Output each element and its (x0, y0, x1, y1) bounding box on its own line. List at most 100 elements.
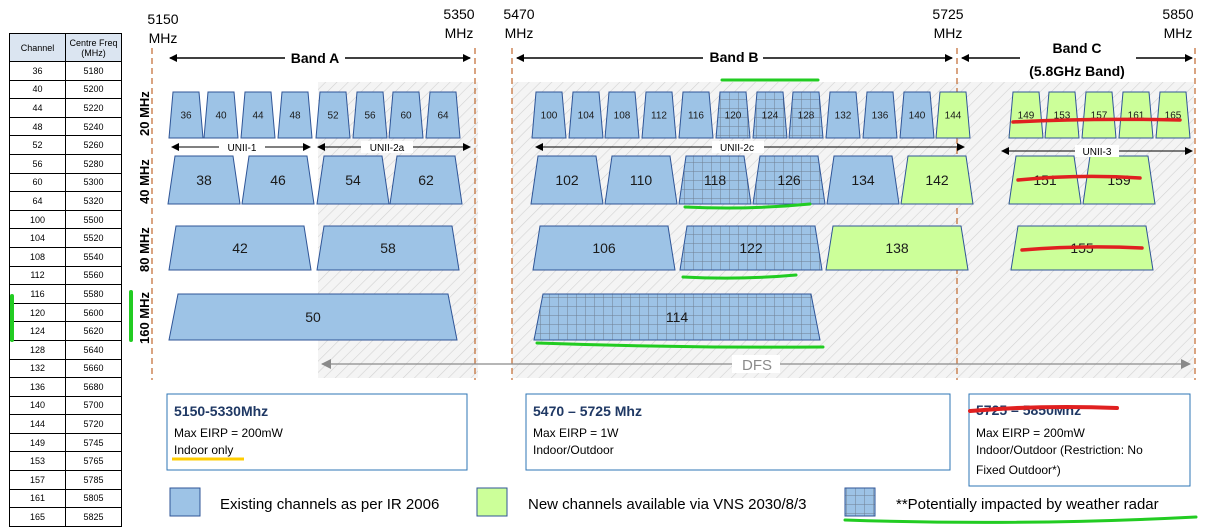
info-box-band-c: 5725 – 5850Mhz Max EIRP = 200mW Indoor/O… (968, 393, 1191, 487)
channel-block: 40 (203, 91, 239, 139)
info-b-title: 5470 – 5725 Mhz (533, 403, 642, 419)
channel-block: 124 (752, 91, 788, 139)
channel-block: 151 (1008, 155, 1082, 205)
w40-green-underline (683, 202, 812, 210)
centre-freq-cell: 5640 (65, 339, 122, 360)
channel-shape (752, 91, 788, 139)
channel-shape (388, 91, 424, 139)
channel-block: 102 (530, 155, 604, 205)
channel-block: 128 (788, 91, 824, 139)
channel-shape (604, 91, 640, 139)
centre-freq-cell: 5580 (65, 284, 122, 304)
channel-shape (826, 155, 900, 205)
band-labels: Band A Band B Band C (5.8GHz Band) (285, 40, 1136, 80)
channel-label: 114 (666, 309, 689, 325)
channel-label: 126 (777, 172, 801, 188)
channel-shape (788, 91, 824, 139)
legend-radar-swatch (844, 487, 876, 517)
channel-block: 118 (678, 155, 752, 205)
freq-5150-unit: MHz (149, 30, 178, 46)
channel-shape (1155, 91, 1191, 139)
width-40-label: 40 MHz (137, 159, 152, 204)
info-a-title: 5150-5330Mhz (174, 403, 268, 419)
centre-freq-cell: 5720 (65, 414, 122, 434)
info-b-line2: Indoor/Outdoor (533, 443, 614, 457)
channel-shape (389, 155, 463, 205)
channel-label: 132 (835, 111, 852, 122)
channel-cell: 144 (9, 414, 66, 434)
channel-block: 62 (389, 155, 463, 205)
channel-block: 159 (1082, 155, 1156, 205)
frequency-labels: 5150 MHz 5350 MHz 5470 MHz 5725 MHz 5850… (147, 6, 1193, 46)
freq-5850-unit: MHz (1164, 25, 1193, 41)
channel-label: 106 (592, 240, 616, 256)
channel-block: 120 (715, 91, 751, 139)
channel-block: 144 (935, 91, 971, 139)
channel-shape (1082, 155, 1156, 205)
channel-label: 144 (945, 111, 962, 122)
channel-label: 142 (925, 172, 949, 188)
channel-block: 36 (168, 91, 204, 139)
freq-5350-unit: MHz (445, 25, 474, 41)
info-c-line3: Fixed Outdoor*) (976, 463, 1061, 477)
channel-block: 126 (752, 155, 826, 205)
channel-shape (530, 155, 604, 205)
channel-shape (532, 225, 676, 271)
info-c-line2: Indoor/Outdoor (Restriction: No (976, 443, 1143, 457)
centre-freq-cell: 5680 (65, 377, 122, 397)
channel-shape (425, 91, 461, 139)
width-160-label: 160 MHz (137, 291, 152, 344)
channel-shape (352, 91, 388, 139)
channel-label: 149 (1018, 111, 1035, 122)
unii-1-label: UNII-1 (228, 143, 257, 154)
channel-shape (168, 225, 312, 271)
channel-shape (752, 155, 826, 205)
channel-block: 58 (316, 225, 460, 271)
channel-block: 122 (679, 225, 823, 271)
channel-block: 64 (425, 91, 461, 139)
width-20-label: 20 MHz (137, 91, 152, 136)
channel-block: 38 (167, 155, 241, 205)
channel-shape (568, 91, 604, 139)
channel-shape (900, 155, 974, 205)
channel-block: 110 (604, 155, 678, 205)
channel-cell: 132 (9, 358, 66, 379)
freq-5725-unit: MHz (934, 25, 963, 41)
channel-block: 48 (277, 91, 313, 139)
freq-5350-value: 5350 (443, 6, 474, 22)
channel-shape (678, 91, 714, 139)
w80-green-underline (681, 273, 798, 280)
band-c-sublabel: (5.8GHz Band) (1029, 63, 1125, 79)
freq-5150-value: 5150 (147, 11, 178, 27)
channel-label: 153 (1054, 111, 1071, 122)
channel-cell: 112 (9, 265, 66, 286)
centre-freq-cell: 5560 (65, 265, 122, 286)
channel-shape (1008, 155, 1082, 205)
channel-block: 44 (240, 91, 276, 139)
channel-cell: 161 (9, 488, 66, 509)
width-labels: 20 MHz 40 MHz 80 MHz 160 MHz (137, 91, 152, 344)
channel-shape (240, 91, 276, 139)
freq-5725-value: 5725 (932, 6, 963, 22)
channel-shape (168, 293, 458, 341)
channel-block: 153 (1044, 91, 1080, 139)
channel-block: 116 (678, 91, 714, 139)
w40-band-c-strike (1016, 174, 1142, 182)
channel-shape (316, 225, 460, 271)
band-c-label: Band C (1053, 40, 1102, 56)
channel-shape (1081, 91, 1117, 139)
info-a-line2: Indoor only (174, 443, 233, 457)
info-b-line1: Max EIRP = 1W (533, 426, 619, 440)
channel-block: 142 (900, 155, 974, 205)
channel-label: 124 (762, 111, 779, 122)
channel-label: 56 (364, 111, 376, 122)
